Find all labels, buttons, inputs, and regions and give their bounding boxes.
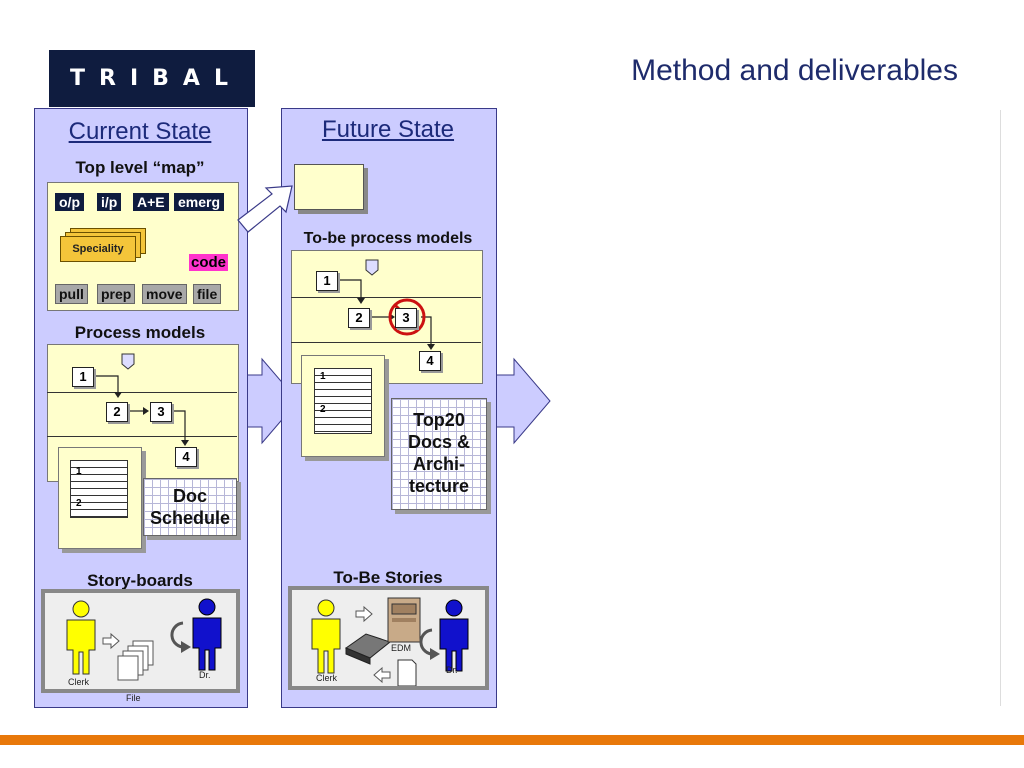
process-step-1: 1	[72, 367, 94, 387]
scanner-icon	[344, 633, 392, 665]
to-be-doc-number-2: 2	[320, 404, 326, 415]
to-be-doc-number-1: 1	[320, 371, 326, 382]
speciality-card: Speciality	[60, 236, 136, 262]
swimlane-divider	[291, 342, 481, 343]
process-step-4: 4	[175, 447, 197, 467]
doc-number-1: 1	[76, 466, 82, 477]
process-models-label: Process models	[74, 323, 206, 342]
to-be-step-2: 2	[348, 308, 370, 328]
file-stack-icon	[117, 640, 154, 681]
map-tag-op: o/p	[55, 193, 84, 211]
to-be-step-1: 1	[316, 271, 338, 291]
swimlane-divider	[47, 392, 237, 393]
clerk-figure-icon	[66, 600, 96, 675]
map-to-future-arrow	[237, 185, 293, 233]
doctor-label: Dr.	[446, 665, 458, 675]
map-tag-emerg: emerg	[174, 193, 225, 211]
map-tag-move: move	[142, 284, 187, 304]
swimlane-divider	[291, 297, 481, 298]
clerk-label: Clerk	[316, 673, 338, 683]
document-lines	[70, 460, 128, 518]
process-connectors	[92, 353, 189, 446]
to-be-step-4: 4	[419, 351, 441, 371]
process-step-3: 3	[150, 402, 172, 422]
current-state-title: Current State	[68, 118, 212, 145]
edm-label: EDM	[391, 643, 411, 653]
to-be-process-models-label: To-be process models	[303, 230, 473, 247]
footer-accent-bar	[0, 735, 1024, 745]
map-tag-prep: prep	[97, 284, 136, 304]
map-tag-ae: A+E	[133, 193, 169, 211]
file-label: File	[126, 693, 141, 703]
doc-schedule: Doc Schedule	[143, 478, 237, 536]
doctor-figure-icon	[192, 598, 222, 671]
map-tag-pull: pull	[55, 284, 88, 304]
to-be-document-lines	[314, 368, 372, 434]
edm-server-icon	[387, 597, 421, 643]
story-boards-label: Story-boards	[87, 571, 193, 590]
doctor-figure-icon	[439, 599, 469, 672]
page-title: Method and deliverables	[631, 54, 958, 87]
map-tag-file: file	[193, 284, 222, 304]
clerk-label: Clerk	[68, 677, 90, 687]
to-be-step-3: 3	[395, 308, 417, 328]
future-map-note	[294, 164, 364, 210]
to-be-story-scene	[311, 597, 469, 686]
to-be-stories-label: To-Be Stories	[333, 568, 443, 587]
tribal-logo: TRIBAL	[49, 50, 255, 107]
top20-docs-architecture: Top20 Docs & Archi- tecture	[391, 398, 487, 510]
map-tag-ip: i/p	[97, 193, 122, 211]
doctor-label: Dr.	[199, 670, 211, 680]
top-level-map-label: Top level “map”	[75, 158, 205, 177]
document-icon	[397, 659, 417, 686]
process-step-2: 2	[106, 402, 128, 422]
right-divider	[1000, 110, 1001, 706]
swimlane-divider	[47, 436, 237, 437]
code-tag: code	[189, 254, 229, 271]
transition-arrow-2	[493, 357, 551, 445]
future-state-title: Future State	[321, 116, 455, 143]
clerk-figure-icon	[311, 599, 341, 674]
story-board-scene	[66, 598, 222, 681]
doc-number-2: 2	[76, 498, 82, 509]
